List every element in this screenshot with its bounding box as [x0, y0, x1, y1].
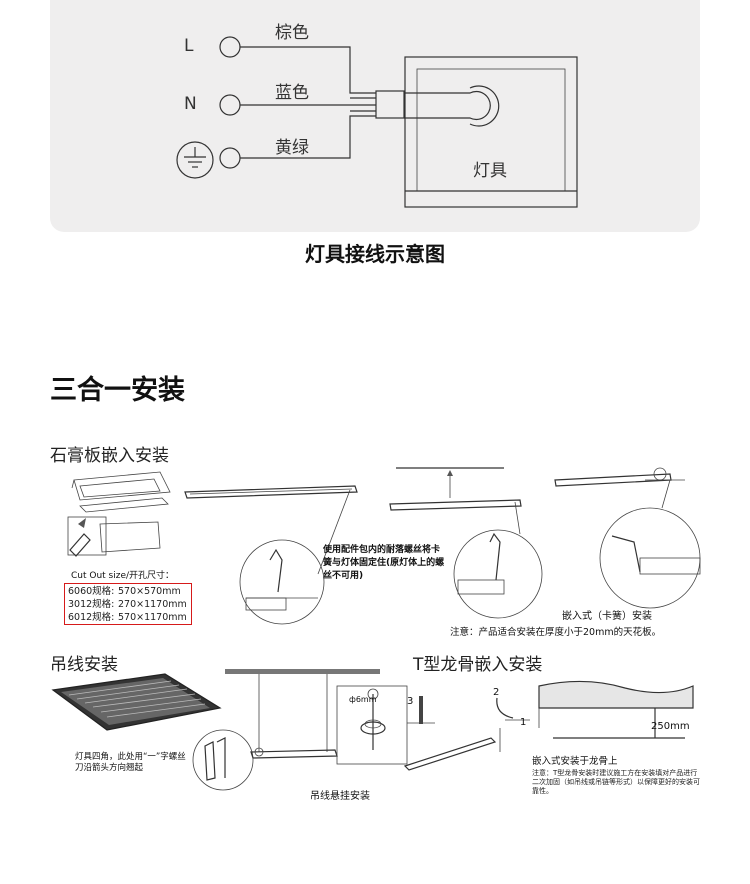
- hanging-panel: [225, 669, 380, 759]
- screw-detail: [336, 685, 435, 765]
- square-panel-illustration: [51, 673, 222, 731]
- hanging-title: 吊线安装: [50, 655, 118, 675]
- wiring-diagram: [176, 36, 578, 208]
- cutout-label: Cut Out size/开孔尺寸：: [71, 571, 175, 581]
- gypsum-illustrations: [67, 467, 701, 625]
- section-title: 三合一安装: [50, 375, 185, 406]
- wires: [240, 46, 376, 159]
- spring-label: 嵌入式（卡簧）安装: [562, 611, 652, 622]
- spring-note: 注意：产品适合安装在厚度小于20mm的天花板。: [450, 627, 662, 638]
- clip-detail-1: [239, 489, 351, 625]
- wire-label-brown: 棕色: [275, 23, 309, 43]
- spec-row: 6012规格:570×1170mm: [68, 612, 187, 623]
- wire-label-blue: 蓝色: [275, 83, 309, 103]
- corner-detail: [192, 729, 254, 791]
- wire-connector: [375, 90, 405, 119]
- terminal-l: [219, 36, 241, 58]
- ceiling-section: [505, 680, 694, 739]
- tgrid-label: 嵌入式安装于龙骨上: [532, 756, 618, 767]
- wiring-caption: 灯具接线示意图: [305, 242, 445, 266]
- hanging-tgrid-illustrations: [51, 669, 694, 791]
- hanging-caption: 吊线悬挂安装: [310, 791, 370, 802]
- clip-detail-3: [599, 479, 701, 609]
- clip-detail-2: [453, 501, 543, 619]
- spec-row: 3012规格:270×1170mm: [68, 599, 187, 610]
- fixture-label: 灯具: [473, 161, 507, 181]
- gypsum-title: 石膏板嵌入安装: [50, 446, 169, 466]
- fixture-box: [404, 56, 578, 208]
- panel-side-3: [554, 467, 685, 487]
- step-1-label: 1: [520, 717, 527, 728]
- terminal-l-label: L: [184, 36, 194, 56]
- terminal-ground: [219, 147, 241, 169]
- ground-icon: [176, 141, 214, 179]
- tgrid-note: 注意：T型龙骨安装时建议施工方在安装填对产品进行二次加固（如吊线或吊链等形式）以…: [532, 769, 700, 795]
- terminal-n: [219, 94, 241, 116]
- spec-box: 6060规格:570×570mm 3012规格:270×1170mm 6012规…: [64, 583, 192, 625]
- step-2-label: 2: [493, 687, 500, 698]
- screw-note: 使用配件包内的耐落螺丝将卡簧与灯体固定住(原灯体上的螺丝不可用): [323, 545, 445, 581]
- screw-size: ф6mm: [349, 695, 377, 704]
- cutting-illustration: [67, 516, 161, 557]
- corner-note: 灯具四角，此处用“一”字螺丝刀沿箭头方向翘起: [75, 752, 186, 773]
- dimension-label: 250mm: [651, 721, 690, 732]
- spec-row: 6060规格:570×570mm: [68, 586, 181, 597]
- panel-side-2: [389, 467, 522, 511]
- step-3-label: 3: [407, 696, 414, 707]
- tgrid-panel: [403, 697, 514, 771]
- panel-iso-illustration: [71, 471, 171, 513]
- terminal-n-label: N: [184, 94, 197, 114]
- wiring-panel: L N 棕色 蓝色 黄绿 灯具: [50, 0, 700, 232]
- panel-side-1: [184, 485, 358, 499]
- tgrid-title: T型龙骨嵌入安装: [413, 655, 543, 675]
- wire-label-yellow-green: 黄绿: [275, 138, 309, 158]
